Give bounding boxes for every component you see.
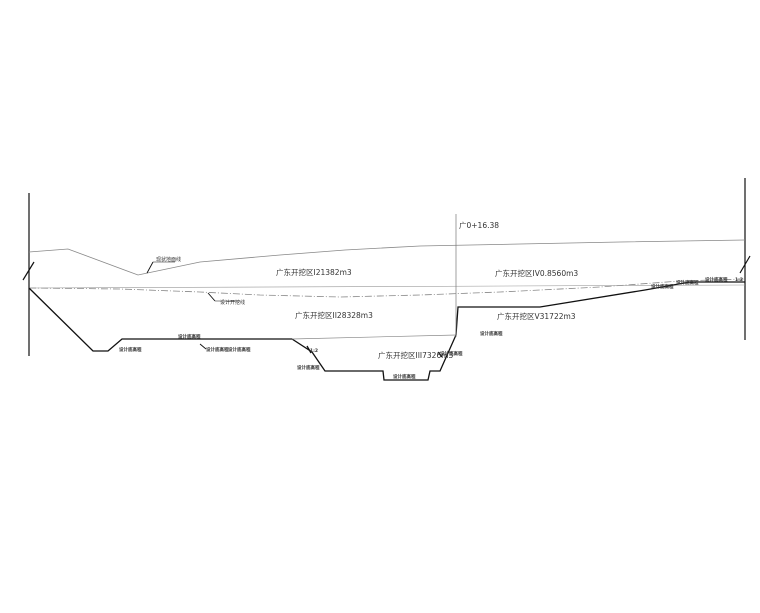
design-surface-line [28,278,746,298]
annotation-elev-9: 设计底高程 [705,276,728,283]
annotation-elev-8: 设计底高程 [676,279,699,286]
annotation-design: 设计开挖线 [220,299,245,306]
annotation-elev-3: 设计底高程 [206,346,229,353]
chainage-label: 广0+16.38 [459,220,499,230]
excavation-outline [28,281,745,381]
division-line [291,334,457,340]
annotation-slope-1: 1:2 [310,348,318,354]
left-break-mark [22,261,35,281]
zone-label-5: 广东开挖区V31722m3 [497,311,576,321]
annotation-elev-1: 设计底高程 [119,346,142,353]
slope-tick-2 [437,351,443,358]
annotation-elev-6: 设计底高程 [480,330,503,337]
annotation-elev-11: 设计底高程 [440,350,463,357]
zone-label-3: 广东开挖区III7326m3 [378,350,454,360]
annotation-elev-2: 设计底高程 [178,333,201,340]
annotation-slope-2: 1:2 [735,277,743,283]
slope-tick-1 [306,345,312,354]
zone-label-4: 广东开挖区IV0.8560m3 [495,268,578,278]
annotation-elev-7: 设计底高程 [651,283,674,290]
zone-label-2: 广东开挖区II28328m3 [295,310,373,320]
annotation-elev-4: 设计底高程 [297,364,320,371]
right-break-mark [739,255,751,274]
annotation-elev-10: 设计底高程 [228,346,251,353]
reference-line [28,284,746,289]
leader-line-elev [199,343,207,350]
annotation-ground: 现状地面线 [156,256,181,263]
leader-line-ground [146,261,154,274]
zone-label-1: 广东开挖区I21382m3 [276,267,352,277]
leader-line-design [207,292,216,302]
existing-ground-line [28,239,746,276]
annotation-elev-5: 设计底高程 [393,373,416,380]
